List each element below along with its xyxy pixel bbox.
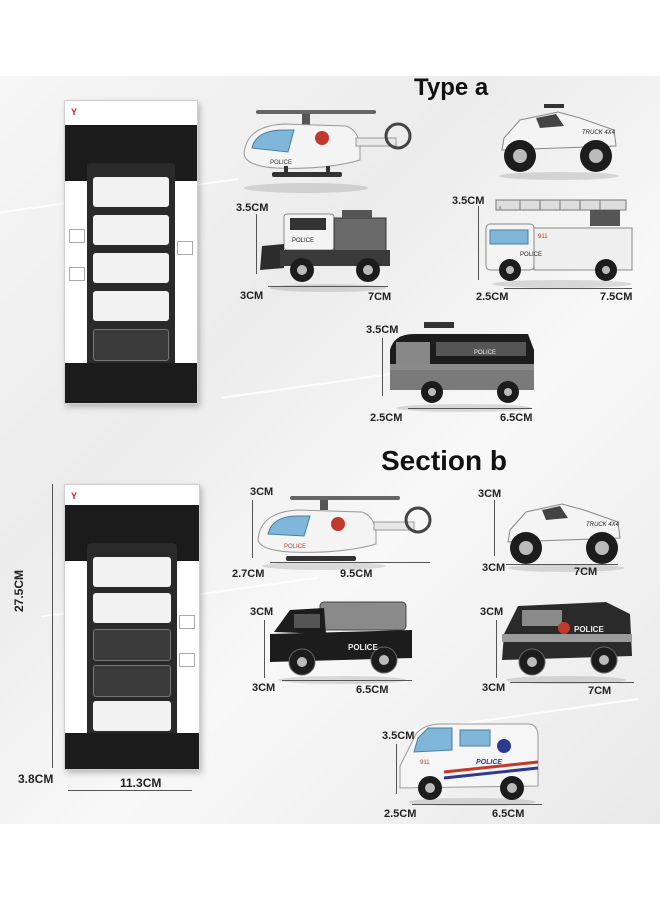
truck-b-4x4-decal: TRUCK 4X4 <box>586 522 620 528</box>
swat-police-decal: POLICE <box>474 350 496 356</box>
heli-b-width-label: 9.5CM <box>340 568 373 580</box>
mini-armored-truck <box>93 665 171 697</box>
truck-a-depth-label: 3CM <box>240 290 264 302</box>
package-height-line <box>52 484 53 768</box>
package-section-b: Y <box>64 484 200 770</box>
mini-helicopter <box>93 557 171 587</box>
package-depth-label: 3.8CM <box>18 772 54 786</box>
swat-a-depth-label: 2.5CM <box>370 412 403 424</box>
mini-swat-truck <box>93 329 169 361</box>
truck-a-height-label: 3.5CM <box>236 202 269 214</box>
type-a-heading: Type a <box>414 74 489 101</box>
mini-monster-truck <box>93 593 171 623</box>
dimension-line <box>282 680 412 681</box>
dimension-line <box>268 286 388 287</box>
swat-a-width-label: 6.5CM <box>500 412 533 424</box>
dimension-line <box>478 206 479 280</box>
mini-police-truck <box>93 253 169 283</box>
jeep-b-height-label: 3CM <box>250 606 274 618</box>
package-footer-band <box>65 733 199 769</box>
mini-police-jeep <box>93 629 171 661</box>
dimension-line <box>264 620 265 678</box>
package-side-icon <box>179 653 195 667</box>
police-jeep-b: POLICE <box>270 601 412 684</box>
dimension-line <box>270 562 430 563</box>
mini-helicopter <box>93 177 169 207</box>
ladder-a-depth-label: 2.5CM <box>476 291 509 303</box>
heli-b-police-decal: POLICE <box>284 544 306 550</box>
armored-b-depth-label: 3CM <box>482 682 506 694</box>
monster-b-width-label: 7CM <box>574 566 598 578</box>
dimension-line <box>494 500 495 556</box>
jeep-b-width-label: 6.5CM <box>356 684 389 696</box>
dimension-line <box>496 620 497 678</box>
vehicle-tray <box>87 163 175 389</box>
police-helicopter-a: POLICE <box>243 110 412 193</box>
truck-4x4-decal: TRUCK 4X4 <box>582 130 616 136</box>
monster-b-depth-label: 3CM <box>482 562 506 574</box>
brand-logo-icon: Y <box>71 107 78 117</box>
package-side-icon <box>69 267 85 281</box>
dimension-line <box>504 288 632 289</box>
ladder-truck-a: 911 POLICE <box>485 199 633 288</box>
van-b-height-label: 3.5CM <box>382 730 415 742</box>
van-911-decal: 911 <box>420 760 430 766</box>
jeep-b-depth-label: 3CM <box>252 682 276 694</box>
mini-monster-truck <box>93 215 169 245</box>
armored-b-width-label: 7CM <box>588 685 612 697</box>
police-helicopter-b: POLICE <box>257 496 432 570</box>
dimension-line <box>408 408 532 409</box>
dimension-line <box>382 338 383 396</box>
mini-police-van <box>93 701 171 731</box>
ladder-police-decal: POLICE <box>520 252 542 258</box>
monster-truck-a: TRUCK 4X4 <box>499 104 619 180</box>
jeep-police-decal: POLICE <box>348 643 378 652</box>
package-width-label: 11.3CM <box>120 776 162 790</box>
police-van-b: 911 POLICE <box>399 723 539 806</box>
dimension-line <box>396 744 397 794</box>
ladder-911-decal: 911 <box>538 234 548 240</box>
package-footer-band <box>65 363 197 403</box>
heli-b-depth-label: 2.7CM <box>232 568 265 580</box>
section-b-heading: Section b <box>381 445 508 476</box>
armored-police-decal: POLICE <box>574 625 604 634</box>
ladder-a-width-label: 7.5CM <box>600 291 633 303</box>
monster-truck-b: TRUCK 4X4 <box>507 503 624 572</box>
package-type-a: Y <box>64 100 198 404</box>
van-b-width-label: 6.5CM <box>492 808 525 820</box>
truck-police-decal: POLICE <box>292 238 314 244</box>
dimension-line <box>256 214 257 274</box>
truck-a-width-label: 7CM <box>368 291 392 303</box>
dimension-line <box>252 500 253 558</box>
package-width-line <box>68 790 192 791</box>
heli-b-height-label: 3CM <box>250 486 274 498</box>
armored-b-height-label: 3CM <box>480 606 504 618</box>
dimension-line <box>510 682 634 683</box>
swat-a-height-label: 3.5CM <box>366 324 399 336</box>
van-b-depth-label: 2.5CM <box>384 808 417 820</box>
police-dump-truck-a: POLICE <box>260 210 390 292</box>
package-side-icon <box>69 229 85 243</box>
package-side-icon <box>179 615 195 629</box>
swat-truck-a: POLICE <box>390 322 534 412</box>
van-police-decal: POLICE <box>476 759 502 766</box>
heli-police-decal: POLICE <box>270 160 292 166</box>
package-height-label: 27.5CM <box>12 569 26 612</box>
monster-b-height-label: 3CM <box>478 488 502 500</box>
dimension-line <box>506 564 618 565</box>
brand-logo-icon: Y <box>71 491 78 501</box>
ladder-a-height-label: 3.5CM <box>452 195 485 207</box>
armored-police-truck-b: POLICE <box>502 602 632 684</box>
mini-ladder-truck <box>93 291 169 321</box>
package-side-icon <box>177 241 193 255</box>
vehicle-tray <box>87 543 177 755</box>
dimension-line <box>412 804 542 805</box>
